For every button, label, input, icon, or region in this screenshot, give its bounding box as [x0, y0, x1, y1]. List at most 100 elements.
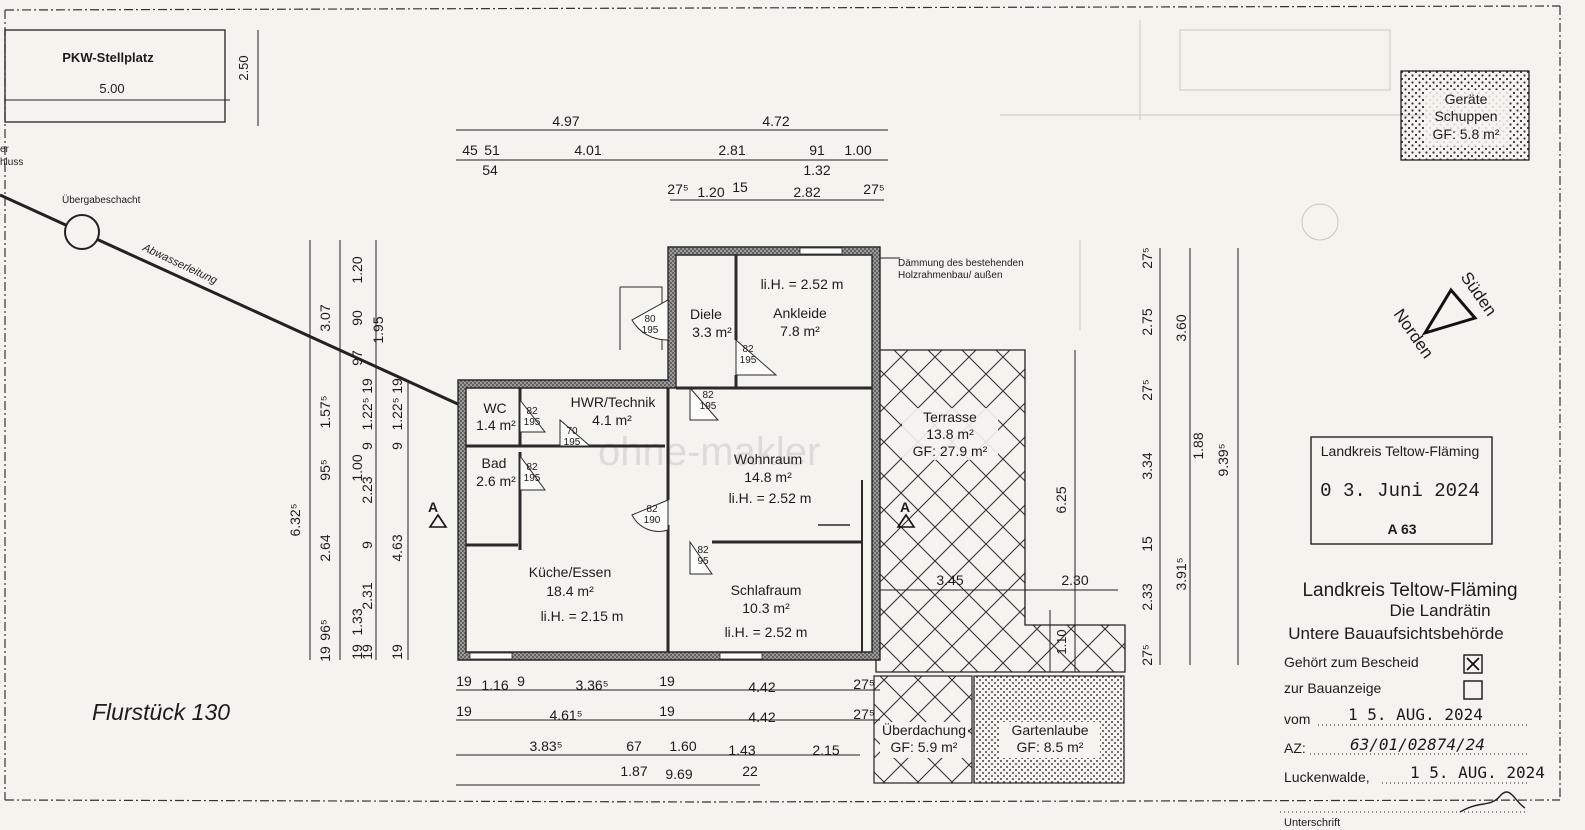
dim-left-b3: 1.00 [349, 454, 365, 481]
dim-left-b0: 1.20 [349, 256, 365, 283]
room-schlafraum-area: 10.3 m² [742, 600, 790, 616]
dim-left-d0: 19 [389, 378, 405, 394]
parking-space: PKW-Stellplatz 5.00 2.50 [4, 29, 259, 126]
date-stamp: Landkreis Teltow-Fläming 0 3. Juni 2024 … [1310, 436, 1493, 545]
dim-right-a2: 27⁵ [1139, 379, 1155, 400]
door-d8-width: 82 [697, 545, 709, 556]
left-edge-text-2: hluss [0, 157, 23, 168]
shed-label-2: Schuppen [1434, 108, 1497, 124]
dim-top-r3-2: 15 [732, 179, 748, 195]
room-kueche-height: li.H. = 2.15 m [541, 608, 624, 624]
dim-top-r2-3: 2.81 [718, 142, 745, 158]
authority-vom-label: vom [1284, 711, 1310, 727]
sewer-line: Übergabeschacht Abwasserleitung [0, 193, 461, 407]
dim-left-d3: 4.63 [389, 534, 405, 561]
dim-top-r2-4: 91 [809, 142, 825, 158]
door-d4-height: 195 [524, 417, 541, 428]
left-dimensions: 6.32⁵ 3.07 1.57⁵ 95⁵ 2.64 96⁵ 19 1.20 90… [287, 240, 409, 662]
dim-bottom-r1-2: 9 [517, 673, 525, 689]
room-kueche-name: Küche/Essen [529, 564, 612, 580]
dim-left-a4: 96⁵ [317, 619, 333, 640]
room-ueberdachung-name: Überdachung [882, 721, 966, 738]
dim-left-c4: 2.23 [359, 476, 375, 503]
room-terrasse-area: 13.8 m² [926, 426, 974, 442]
authority-line2: Die Landrätin [1389, 601, 1490, 620]
dim-left-b2: 97 [349, 350, 365, 366]
authority-signature-label: Unterschrift [1284, 817, 1340, 829]
door-d8-height: 95 [697, 556, 709, 567]
dim-left-c2: 1.22⁵ [359, 397, 375, 430]
dim-bottom-r1-3: 3.36⁵ [575, 677, 608, 693]
dim-top-r3-4: 27⁵ [863, 181, 884, 197]
room-wc-name: WC [483, 400, 506, 416]
dim-bottom-r2-1: 4.61⁵ [549, 707, 582, 723]
dim-bottom-r2-0: 19 [456, 703, 472, 719]
dim-left-b5: 19 [349, 644, 365, 660]
room-terrasse-name: Terrasse [923, 409, 977, 425]
left-edge-text-1: er [0, 144, 10, 155]
dim-bottom-r1-5: 4.42 [748, 679, 775, 695]
room-gartenlaube-gf: GF: 8.5 m² [1017, 739, 1084, 755]
authority-check2-label: zur Bauanzeige [1284, 680, 1382, 696]
insulation-note-1: Dämmung des bestehenden [898, 258, 1024, 269]
dim-bottom-r4-0: 1.87 [620, 763, 647, 779]
authority-place-value: 1 5. AUG. 2024 [1410, 763, 1545, 782]
dim-bottom-r3-4: 2.15 [812, 742, 839, 758]
room-schlafraum-name: Schlafraum [731, 582, 802, 598]
room-ankleide-height: li.H. = 2.52 m [761, 276, 844, 292]
dim-top-r3-1: 1.20 [697, 184, 724, 200]
manhole-label: Übergabeschacht [62, 194, 141, 206]
door-d6-width: 82 [526, 462, 538, 473]
parking-label: PKW-Stellplatz [62, 50, 154, 65]
watermark: ohne-makler [598, 430, 820, 474]
dim-right-a4: 15 [1139, 536, 1155, 552]
dim-left-d1: 1.22⁵ [389, 397, 405, 430]
dim-right-a3: 3.34 [1139, 452, 1155, 479]
terrace: 6.25 3.45 2.30 1.10 [875, 349, 1126, 673]
dim-bottom-r2-4: 27⁵ [853, 706, 874, 722]
dim-bottom-r2-2: 19 [659, 703, 675, 719]
dim-bottom-r4-2: 22 [742, 763, 758, 779]
door-d2-height: 195 [740, 355, 757, 366]
top-dimensions: 4.97 4.72 45 51 4.01 2.81 91 1.00 54 1.3… [456, 113, 888, 201]
dim-left-d2: 9 [389, 442, 405, 450]
dim-top-r2-1: 51 [484, 142, 500, 158]
bottom-dimensions: 19 1.16 9 3.36⁵ 19 4.42 27⁵ 19 4.61⁵ 19 … [456, 673, 880, 786]
right-dimensions: 27⁵ 2.75 27⁵ 3.34 15 2.33 27⁵ 3.60 1.88 … [1139, 247, 1239, 666]
dim-terrace-w2: 2.30 [1061, 572, 1088, 588]
authority-check1-label: Gehört zum Bescheid [1284, 654, 1419, 670]
dim-top-r3-3: 2.82 [793, 184, 820, 200]
shed: Geräte Schuppen GF: 5.8 m² [1400, 70, 1530, 161]
room-bad-name: Bad [482, 455, 507, 471]
bleed-through-ghost [1000, 20, 1500, 330]
dim-bottom-r3-0: 3.83⁵ [529, 738, 562, 754]
insulation-note: Dämmung des bestehenden Holzrahmenbau/ a… [880, 257, 1024, 281]
room-gartenlaube-name: Gartenlaube [1011, 722, 1088, 738]
room-schlafraum-height: li.H. = 2.52 m [725, 624, 808, 640]
door-d3-width: 82 [702, 390, 714, 401]
dim-left-c5: 9 [359, 541, 375, 549]
dim-top-r2-2: 4.01 [574, 142, 601, 158]
dim-left-c3: 9 [359, 442, 375, 450]
room-wohnraum-area: 14.8 m² [744, 469, 792, 485]
dim-left-c6: 2.31 [359, 582, 375, 609]
parcel-label: Flurstück 130 [92, 699, 230, 725]
authority-stamp: Landkreis Teltow-Fläming Die Landrätin U… [1280, 580, 1545, 829]
authority-az-label: AZ: [1284, 740, 1306, 756]
insulation-note-2: Holzrahmenbau/ außen [898, 270, 1003, 281]
dim-left-a3: 2.64 [317, 534, 333, 561]
dim-left-b4: 1.33 [349, 608, 365, 635]
stamp-code: A 63 [1387, 521, 1416, 537]
door-d7-height: 190 [644, 515, 661, 526]
stamp-title: Landkreis Teltow-Fläming [1321, 443, 1479, 459]
dim-bottom-r1-1: 1.16 [481, 677, 508, 693]
dim-top-r2-sub-1: 1.32 [803, 162, 830, 178]
authority-az-value: 63/01/02874/24 [1350, 735, 1485, 754]
authority-place-label: Luckenwalde, [1284, 769, 1370, 785]
authority-line1: Landkreis Teltow-Fläming [1302, 580, 1517, 601]
door-d2-width: 82 [742, 344, 754, 355]
door-d5-width: 70 [566, 426, 578, 437]
authority-vom-value: 1 5. AUG. 2024 [1348, 705, 1483, 724]
checkbox-bescheid-checked [1463, 654, 1483, 674]
dim-left-a0: 3.07 [317, 304, 333, 331]
